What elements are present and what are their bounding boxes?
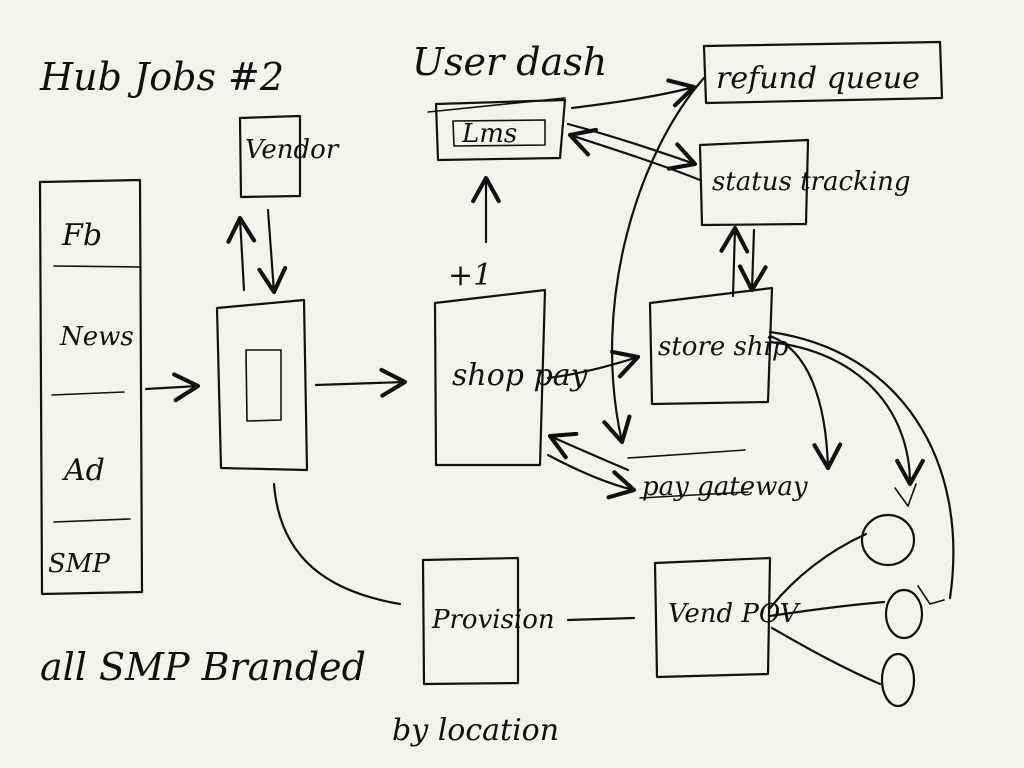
status-tracking-label: status tracking [712, 167, 911, 197]
arrow-refund-to-gateway [602, 76, 706, 445]
arrow-store-ship-to-status [719, 225, 750, 298]
provision-note: by location [392, 713, 559, 748]
line-provision-to-vendor-pov [566, 616, 636, 622]
user-dash-box [434, 98, 567, 162]
user-dash-inner-label: Lms [461, 119, 517, 149]
arrow-gateway-to-shop-pay [547, 431, 630, 472]
app-box [215, 298, 309, 472]
pay-gateway-node: pay gateway [627, 449, 808, 502]
arrow-user-dash-to-refund [570, 78, 697, 110]
arrow-app-to-shop-pay [314, 367, 408, 398]
vendor-pov-node: Vend POV [653, 556, 801, 679]
app-screen [245, 349, 282, 422]
refund-box [702, 40, 944, 105]
source-smp: SMP [48, 549, 110, 579]
store-ship-box [648, 286, 774, 406]
connectors [144, 76, 955, 686]
arrow-shop-pay-to-store-ship [546, 349, 641, 380]
provision-label: Provision [431, 605, 555, 635]
source-fb: Fb [61, 218, 102, 253]
title-text: Hub Jobs #2 [39, 55, 284, 99]
check-mark [894, 483, 917, 507]
check-mark [917, 585, 945, 605]
customer-circle [860, 513, 916, 567]
vendor-label: Vendor [245, 135, 340, 165]
arrow-shop-pay-to-gateway [546, 453, 637, 500]
user-dash-strike [427, 97, 566, 113]
source-column-box [38, 178, 144, 596]
divider [51, 391, 125, 396]
shop-pay-node: +1 shop pay [433, 258, 589, 467]
pay-gateway-label: pay gateway [642, 472, 808, 502]
arrow-app-to-vendor [226, 215, 257, 292]
pay-gateway-strike [639, 491, 749, 499]
arrow-store-ship-to-customers-3 [768, 330, 955, 600]
shop-pay-box [433, 288, 547, 467]
user-dash-inner-box [452, 119, 546, 147]
divider [53, 265, 141, 268]
provision-node: Provision by location [392, 556, 559, 748]
user-dash-node: User dash Lms [412, 40, 607, 162]
app-node [215, 298, 309, 472]
line-customer-to-vendor-pov [768, 600, 886, 618]
vendor-pov-box [653, 556, 772, 679]
source-ad: Ad [61, 453, 105, 488]
customer-circle [884, 588, 924, 640]
vendor-box [238, 114, 302, 199]
arrow-vendor-to-app [257, 208, 288, 295]
pay-gateway-strike [627, 449, 746, 459]
status-tracking-box [698, 138, 810, 227]
divider [53, 518, 131, 523]
store-ship-node: store ship [648, 286, 789, 406]
refund-node: refund queue [702, 40, 944, 105]
store-ship-label: store ship [658, 332, 789, 362]
arrow-user-dash-to-status [566, 122, 698, 171]
line-customer-to-vendor-pov [768, 532, 868, 610]
status-tracking-node: status tracking [698, 138, 911, 227]
arrow-status-to-store-ship [737, 228, 768, 293]
footnote-line-1: all SMP Branded [40, 645, 366, 689]
plus-one-label: +1 [448, 258, 492, 293]
arrow-status-to-user-dash [567, 127, 702, 182]
customer-circles [860, 483, 945, 708]
source-news: News [59, 322, 134, 352]
line-app-to-provision [272, 482, 402, 606]
source-column: Fb News Ad SMP [38, 178, 144, 596]
customer-circle [880, 652, 916, 708]
arrow-source-to-app [144, 372, 201, 403]
user-dash-title: User dash [412, 40, 607, 84]
line-customer-to-vendor-pov [770, 626, 882, 686]
vendor-node: Vendor [238, 114, 340, 199]
provision-box [421, 556, 520, 686]
arrow-store-ship-to-customers-2 [768, 340, 925, 487]
arrow-store-ship-to-customers-1 [768, 334, 843, 471]
refund-label: refund queue [716, 61, 920, 96]
